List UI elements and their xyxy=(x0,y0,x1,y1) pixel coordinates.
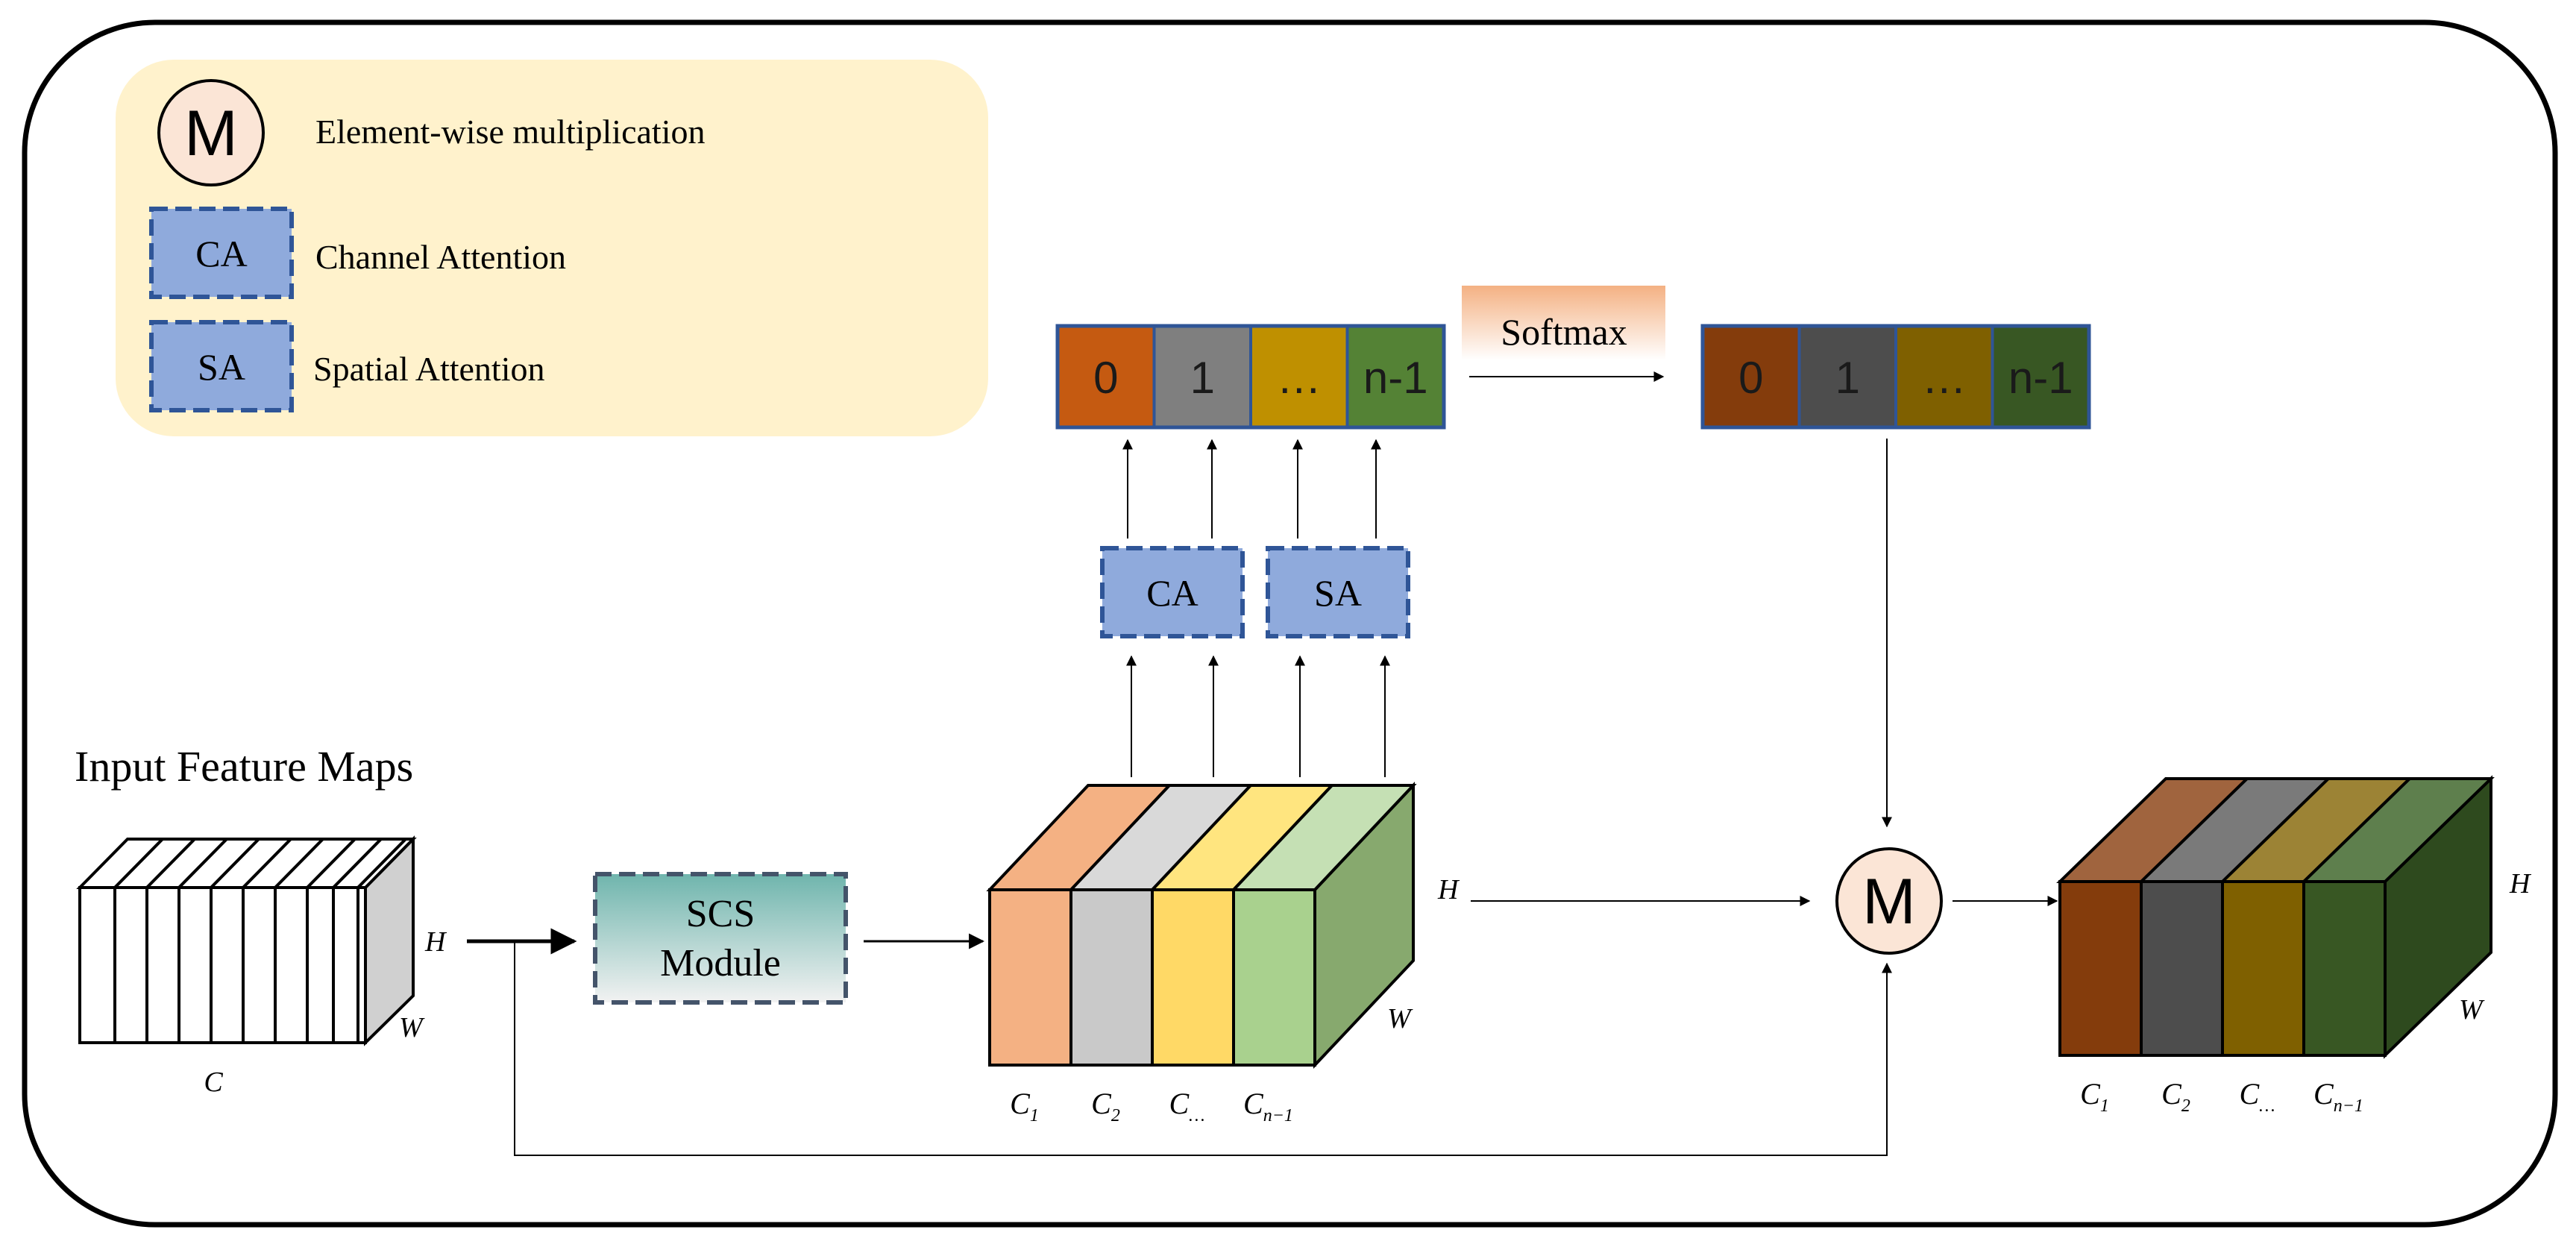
input-title: Input Feature Maps xyxy=(75,742,413,791)
weights-before-border xyxy=(1055,324,1446,430)
weights-before-cell-1 xyxy=(1056,324,1156,429)
scs-module-line2: Module xyxy=(660,942,781,985)
input-slice xyxy=(356,886,367,1044)
ca-box-label: CA xyxy=(1146,572,1198,614)
legend-sa-label: Spatial Attention xyxy=(313,350,544,388)
scs-module: SCS Module xyxy=(593,872,848,1005)
input-slice xyxy=(145,886,180,1044)
weights-after-softmax: 0 1 … n-1 xyxy=(1700,324,2091,430)
weights-after-cell-1 xyxy=(1701,324,1801,429)
weights-before-value-2: 1 xyxy=(1190,353,1215,403)
weights-before-value-4: n-1 xyxy=(1363,353,1428,403)
legend-ca-box xyxy=(149,207,294,299)
mid-feature-cube xyxy=(986,781,1417,1070)
input-slice xyxy=(274,886,309,1044)
scs-module-box xyxy=(593,872,848,1005)
out-h-label: H xyxy=(2509,868,2532,899)
arrows-attention-to-weights xyxy=(1122,439,1381,538)
softmax-box xyxy=(1462,286,1665,360)
scs-module-line1: SCS xyxy=(686,893,755,935)
weights-after-border xyxy=(1700,324,2091,430)
input-slice xyxy=(113,886,148,1044)
input-c-label: C xyxy=(204,1067,223,1098)
multiply-symbol: M xyxy=(1862,866,1916,938)
weights-after-value-3: … xyxy=(1922,353,1967,403)
legend-multiply-label: Element-wise multiplication xyxy=(315,113,706,151)
weights-after-value-4: n-1 xyxy=(2008,353,2073,403)
out-cube-channel-3 xyxy=(2221,880,2305,1057)
mid-w-label: W xyxy=(1387,1003,1413,1034)
input-slice xyxy=(332,886,359,1044)
mid-h-label: H xyxy=(1437,874,1460,905)
input-w-label: W xyxy=(399,1012,425,1043)
multiply-node: M xyxy=(1835,847,1943,955)
input-feature-maps xyxy=(76,835,417,1046)
input-slice xyxy=(242,886,277,1044)
legend-multiply-icon xyxy=(157,79,265,186)
input-slice xyxy=(178,886,213,1044)
out-cube-channel-2 xyxy=(2140,880,2224,1057)
output-feature-cube xyxy=(2056,775,2495,1059)
weights-after-cell-4 xyxy=(1991,324,2090,429)
legend-multiply-symbol: M xyxy=(184,98,238,169)
softmax-block: Softmax xyxy=(1462,286,1665,382)
weights-before-softmax: 0 1 … n-1 xyxy=(1055,324,1446,430)
multiply-circle xyxy=(1835,847,1943,955)
sa-box-label: SA xyxy=(1314,572,1362,614)
sa-box xyxy=(1266,546,1410,638)
softmax-label: Softmax xyxy=(1501,311,1627,353)
attention-blocks: CA SA xyxy=(1100,546,1410,638)
input-slice xyxy=(78,886,116,1044)
input-h-label: H xyxy=(424,926,447,958)
input-slice xyxy=(210,886,245,1044)
legend-sa-box xyxy=(149,320,294,412)
weights-after-value-1: 0 xyxy=(1738,353,1763,403)
out-cube-channel-1 xyxy=(2058,880,2143,1057)
mid-cube-channel-3 xyxy=(1151,888,1235,1067)
legend-background xyxy=(116,60,988,436)
legend-ca-label: Channel Attention xyxy=(315,238,566,276)
arrows-cube-to-attention xyxy=(1126,655,1390,777)
weights-before-value-3: … xyxy=(1277,353,1322,403)
mid-cube-channel-4 xyxy=(1232,888,1316,1067)
mid-cube-channel-1 xyxy=(988,888,1072,1067)
legend-sa-symbol: SA xyxy=(198,346,245,388)
weights-before-value-1: 0 xyxy=(1093,353,1118,403)
input-slice xyxy=(306,886,335,1044)
mid-cube-channel-2 xyxy=(1069,888,1154,1067)
legend-ca-symbol: CA xyxy=(195,233,247,274)
ca-box xyxy=(1100,546,1245,638)
weights-after-value-2: 1 xyxy=(1835,353,1860,403)
out-cube-channel-4 xyxy=(2302,880,2387,1057)
skip-connection xyxy=(514,941,1892,1156)
out-w-label: W xyxy=(2459,994,2485,1026)
channel-label: C2 xyxy=(2161,1077,2190,1116)
legend: M Element-wise multiplication CA Channel… xyxy=(116,60,988,436)
